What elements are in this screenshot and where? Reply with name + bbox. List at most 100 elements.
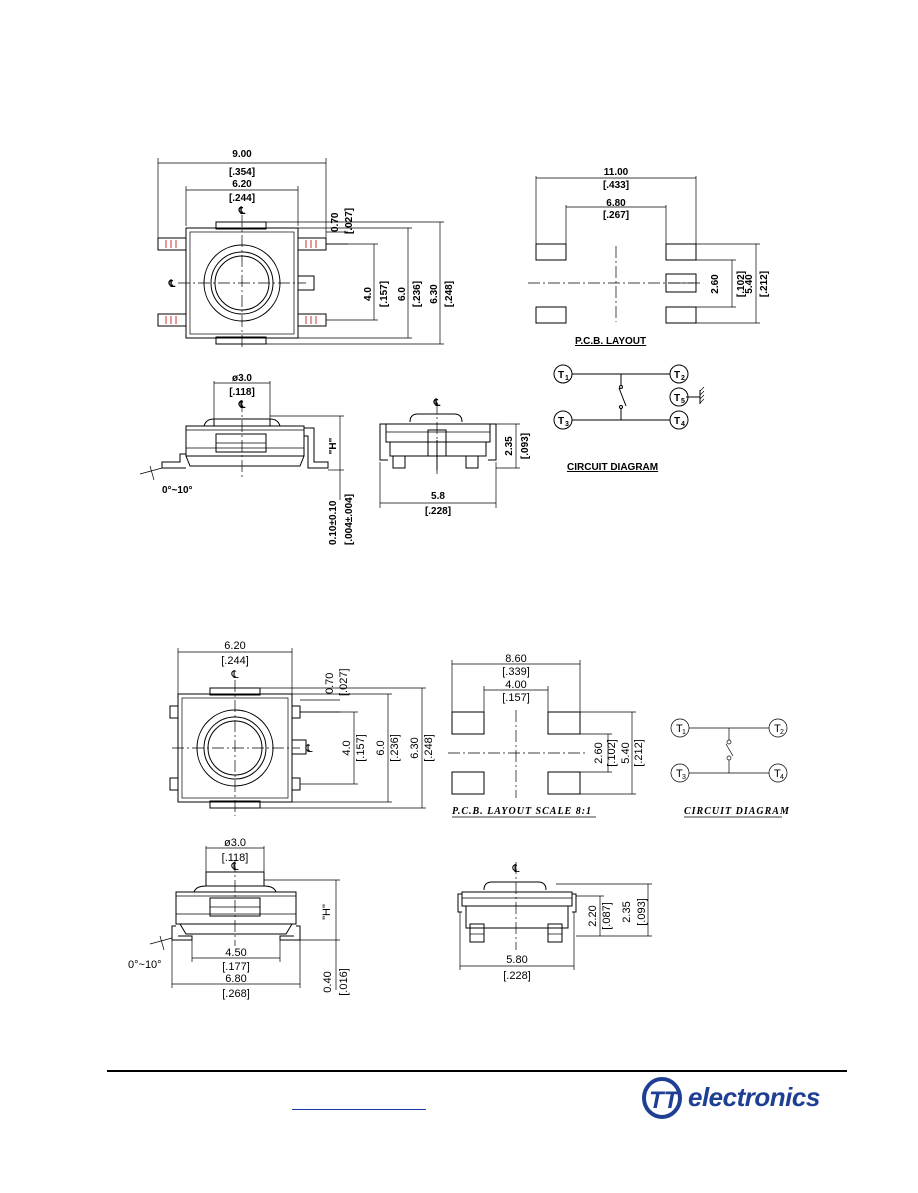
dim-top-pcb-outer: 11.00 bbox=[604, 167, 629, 178]
dim-top-side-h: "H" bbox=[328, 437, 339, 454]
top-side-view: ℄ ø3.0 [.118] "H" 0.10±0.10 [.004±.004] … bbox=[139, 373, 355, 545]
svg-text:℄: ℄ bbox=[433, 398, 441, 409]
dim-bottom-pcb-inner-in: [.157] bbox=[502, 692, 530, 704]
svg-text:℄: ℄ bbox=[238, 400, 246, 411]
dim-bottom-end-h2: 2.35 bbox=[621, 901, 633, 922]
dim-bottom-end-h1: 2.20 bbox=[587, 905, 599, 926]
bottom-terminal-t2: T 2 bbox=[768, 718, 788, 738]
svg-text:T: T bbox=[674, 393, 680, 404]
bottom-pcb-layout: 8.60 [.339] 4.00 [.157] 2.60 [.102] 5.40… bbox=[448, 653, 645, 818]
top-pcb-pad-bl bbox=[535, 306, 567, 324]
footer-link-underline[interactable] bbox=[292, 1109, 426, 1110]
dim-bottom-side-dia-in: [.118] bbox=[222, 852, 249, 864]
dim-top-height-body: 6.0 bbox=[397, 287, 408, 301]
dim-bottom-pcb-height: 5.40 bbox=[620, 742, 632, 763]
svg-text:℄: ℄ bbox=[230, 669, 238, 681]
dim-bottom-side-foot: 0.40 bbox=[322, 971, 334, 992]
dim-top-pcb-pitch: 2.60 bbox=[710, 274, 721, 294]
dim-bottom-tab: 0.70 bbox=[324, 673, 336, 694]
bottom-pcb-label: P.C.B. LAYOUT SCALE 8:1 bbox=[452, 806, 592, 817]
top-front-lead-marks bbox=[165, 240, 317, 324]
dim-bottom-height-total-in: [.248] bbox=[423, 734, 435, 762]
dim-bottom-side-h: "H" bbox=[321, 904, 333, 920]
dim-top-width-total-in: [.354] bbox=[229, 167, 255, 178]
top-front-cl-mark-left: ℄ bbox=[168, 279, 176, 290]
dim-bottom-pcb-inner: 4.00 bbox=[505, 679, 526, 691]
top-front-lead-tl bbox=[157, 237, 187, 251]
dim-top-pcb-inner: 6.80 bbox=[606, 198, 626, 209]
dim-bottom-side-inner-w: 4.50 bbox=[225, 947, 246, 959]
svg-text:4: 4 bbox=[681, 421, 685, 428]
dim-top-end-h-in: [.093] bbox=[520, 433, 531, 459]
dim-top-pcb-inner-in: [.267] bbox=[603, 210, 629, 221]
dim-bottom-pitch-in: [.157] bbox=[355, 734, 367, 762]
dim-top-pitch-in: [.157] bbox=[379, 281, 390, 307]
bottom-circuit-label: CIRCUIT DIAGRAM bbox=[684, 806, 790, 817]
dim-top-side-foot: 0.10±0.10 bbox=[328, 500, 339, 545]
footer-rule bbox=[107, 1070, 847, 1072]
dim-top-pcb-height: 5.40 bbox=[744, 274, 755, 294]
svg-text:5: 5 bbox=[681, 398, 685, 405]
bottom-terminal-t1: T 1 bbox=[670, 718, 690, 738]
dim-top-width-body: 6.20 bbox=[232, 179, 252, 190]
dim-top-height-body-in: [.236] bbox=[412, 281, 423, 307]
dim-top-tab-in: [.027] bbox=[344, 208, 355, 234]
tt-logo-icon: TT bbox=[642, 1077, 682, 1119]
svg-text:℄: ℄ bbox=[304, 743, 312, 755]
svg-text:1: 1 bbox=[682, 729, 686, 736]
dim-bottom-side-outer-w-in: [.268] bbox=[222, 988, 250, 1000]
dim-top-width-body-in: [.244] bbox=[229, 193, 255, 204]
bottom-end-view: ℄ 2.20 [.087] 2.35 [.093] 5.80 [.228] bbox=[457, 862, 652, 982]
top-terminal-t1: T 1 bbox=[553, 364, 573, 384]
dim-bottom-side-foot-in: [.016] bbox=[338, 968, 350, 996]
svg-text:T: T bbox=[774, 768, 781, 780]
dim-bottom-width: 6.20 bbox=[224, 640, 245, 652]
dim-bottom-pcb-height-in: [.212] bbox=[633, 739, 645, 767]
top-front-lead-br bbox=[297, 313, 327, 327]
svg-text:2: 2 bbox=[681, 375, 685, 382]
bottom-front-view: ℄ ℄ 6.20 [.244] 0.70 [.027] 4.0 [.157] 6… bbox=[169, 640, 435, 816]
dim-top-side-dia-in: [.118] bbox=[229, 387, 255, 398]
top-circuit-diagram: T 1 T 2 T 5 T 3 T 4 CIRCUIT DIAGRAM bbox=[553, 364, 705, 473]
bottom-terminal-t3: T 3 bbox=[670, 763, 690, 783]
dim-bottom-height-body: 6.0 bbox=[375, 740, 387, 755]
dim-bottom-tab-in: [.027] bbox=[338, 668, 350, 696]
svg-text:T: T bbox=[676, 723, 683, 735]
dim-top-end-h: 2.35 bbox=[504, 436, 515, 456]
bottom-terminal-t4: T 4 bbox=[768, 763, 788, 783]
dim-bottom-pitch: 4.0 bbox=[341, 740, 353, 755]
top-front-lead-bl bbox=[157, 313, 187, 327]
top-circuit-label: CIRCUIT DIAGRAM bbox=[567, 462, 658, 473]
tt-electronics-logo: TT electronics bbox=[640, 1076, 840, 1122]
top-pcb-pad-tl bbox=[535, 243, 567, 261]
top-pcb-pad-tr bbox=[665, 243, 697, 261]
top-front-tab-top bbox=[215, 221, 267, 230]
bottom-circuit-diagram: T 1 T 2 T 3 T 4 CIRCUIT DIAGRAM bbox=[670, 718, 790, 818]
dim-top-pitch: 4.0 bbox=[363, 287, 374, 301]
svg-text:℄: ℄ bbox=[230, 861, 238, 873]
top-front-cl-mark-top: ℄ bbox=[238, 206, 246, 217]
dim-top-pcb-height-in: [.212] bbox=[759, 271, 770, 297]
dim-bottom-pcb-outer: 8.60 bbox=[505, 653, 526, 665]
top-pcb-layout: 11.00 [.433] 6.80 [.267] 2.60 [.102] 5.4… bbox=[528, 167, 770, 347]
svg-text:℄: ℄ bbox=[511, 863, 519, 875]
bottom-side-view: ℄ ø3.0 [.118] "H" 0.40 [.016] 4.50 [.177… bbox=[128, 837, 350, 1000]
svg-text:TT: TT bbox=[649, 1087, 681, 1114]
top-pcb-label: P.C.B. LAYOUT bbox=[575, 336, 646, 347]
svg-text:T: T bbox=[676, 768, 683, 780]
dim-top-pcb-outer-in: [.433] bbox=[603, 180, 629, 191]
dim-top-end-w-in: [.228] bbox=[425, 506, 451, 517]
dim-bottom-side-dia: ø3.0 bbox=[224, 837, 246, 849]
dim-bottom-width-in: [.244] bbox=[221, 655, 249, 667]
dim-bottom-pcb-outer-in: [.339] bbox=[502, 666, 530, 678]
svg-text:3: 3 bbox=[682, 774, 686, 781]
top-front-view: ℄ ℄ 9.00 [.354] 6.20 [.244] 0.70 [.027] … bbox=[157, 149, 455, 350]
dim-bottom-side-angle: 0°~10° bbox=[128, 959, 162, 971]
dim-bottom-pcb-pitch: 2.60 bbox=[593, 742, 605, 763]
svg-text:T: T bbox=[774, 723, 781, 735]
dim-bottom-height-body-in: [.236] bbox=[389, 734, 401, 762]
dim-top-side-angle: 0°~10° bbox=[162, 485, 193, 496]
dim-top-side-foot-in: [.004±.004] bbox=[344, 494, 355, 545]
top-front-lead-tr bbox=[297, 237, 327, 251]
